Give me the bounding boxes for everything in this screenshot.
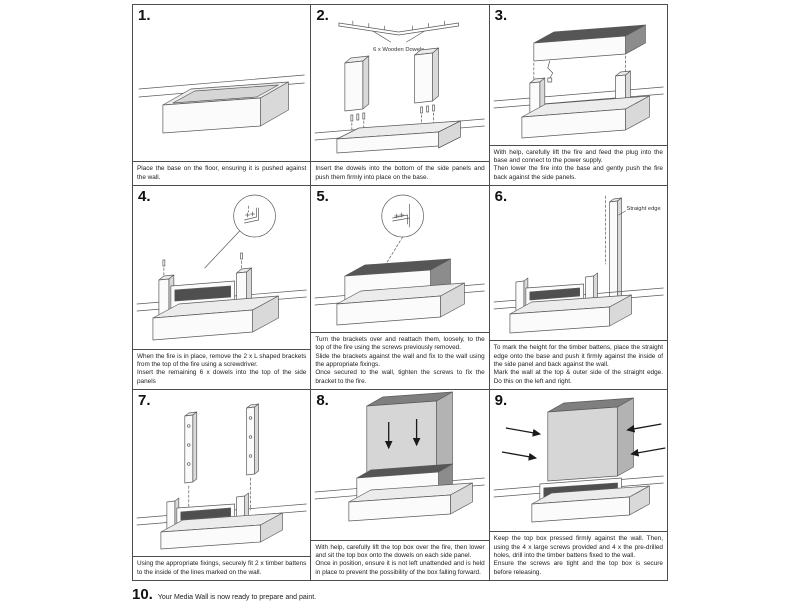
final-step: 10. Your Media Wall is now ready to prep…: [132, 586, 668, 603]
step-panel-5: 5.: [310, 185, 489, 389]
instruction-sheet: 1. Place the base on the floor, ensuring…: [132, 4, 668, 603]
base-unit-drawing: [336, 120, 462, 154]
base-unit-drawing: [521, 95, 650, 139]
step-number: 5.: [316, 188, 329, 205]
step-number: 1.: [138, 7, 151, 24]
base-unit-drawing: [336, 282, 466, 326]
fire-drawing: [533, 24, 646, 83]
step-caption: Keep the top box pressed firmly against …: [489, 531, 667, 580]
step-caption: Using the appropriate fixings, securely …: [133, 556, 311, 580]
step-number: 4.: [138, 188, 151, 205]
step-caption: Turn the brackets over and reattach them…: [311, 332, 489, 389]
step-panel-9: 9.: [488, 389, 667, 580]
top-box-drawing: [547, 397, 634, 482]
plug: [547, 77, 552, 83]
steps-grid: 1. Place the base on the floor, ensuring…: [132, 4, 668, 581]
straight-edge-drawing: [608, 197, 622, 312]
step-number: 6.: [494, 188, 508, 205]
step-caption: To mark the height for the timber batten…: [489, 340, 667, 389]
step-caption: Place the base on the floor, ensuring it…: [133, 161, 311, 185]
step-number: 7.: [138, 392, 151, 409]
press-arrows: [501, 423, 666, 461]
step-panel-2: 2. 6 x Wooden Dowels: [310, 4, 489, 185]
down-arrows: [385, 419, 421, 450]
step-5-illustration: [314, 194, 486, 326]
step-7-illustration: [136, 403, 307, 550]
step-panel-8: 8.: [310, 389, 489, 580]
final-step-number: 10.: [132, 586, 153, 603]
step-panel-7: 7.: [132, 389, 311, 580]
top-dowels-drawing: [162, 252, 243, 279]
final-step-text: Your Media Wall is now ready to prepare …: [157, 594, 317, 601]
fire-unit-drawing: [348, 463, 474, 522]
step-6-illustration: Straight edge: [493, 195, 664, 334]
step-number: 2.: [316, 7, 329, 24]
step-panel-4: 4.: [132, 185, 311, 389]
bracket-detail-circle: [381, 194, 425, 267]
wall-lines: [493, 86, 664, 109]
bracket-detail-circle: [204, 194, 276, 269]
straight-edge-callout: Straight edge: [617, 206, 660, 216]
alignment-guides: [533, 55, 626, 82]
step-3-illustration: [493, 24, 664, 139]
step-caption: Insert the dowels into the bottom of the…: [311, 161, 489, 185]
step-1-illustration: [138, 74, 305, 134]
plug-cable: [547, 60, 553, 79]
wooden-dowels-label: 6 x Wooden Dowels: [373, 47, 424, 53]
timber-battens-drawing: [184, 403, 259, 484]
straight-edge-label: Straight edge: [626, 206, 660, 212]
side-panels-drawing: [344, 47, 440, 112]
dowel-layout-diagram: 6 x Wooden Dowels: [338, 20, 460, 53]
top-box-drawing: [366, 391, 454, 479]
step-number: 8.: [316, 392, 329, 409]
media-unit-drawing: [160, 492, 283, 550]
media-unit-drawing: [152, 267, 279, 341]
step-number: 3.: [494, 7, 508, 24]
step-panel-3: 3.: [488, 4, 667, 185]
media-unit-drawing: [531, 477, 650, 523]
step-9-illustration: [493, 397, 666, 523]
step-caption: When the fire is in place, remove the 2 …: [133, 348, 311, 389]
step-8-illustration: [314, 391, 486, 522]
step-panel-6: 6. Straight edge: [488, 185, 667, 389]
step-caption: With help, carefully lift the top box ov…: [311, 539, 489, 580]
media-unit-drawing: [509, 272, 632, 334]
step-2-illustration: 6 x Wooden Dowels: [314, 20, 486, 154]
step-caption: With help, carefully lift the fire and f…: [489, 144, 667, 185]
step-panel-1: 1. Place the base on the floor, ensuring…: [132, 4, 311, 185]
base-unit-drawing: [162, 81, 289, 134]
step-number: 9.: [494, 392, 508, 409]
step-4-illustration: [136, 194, 307, 341]
